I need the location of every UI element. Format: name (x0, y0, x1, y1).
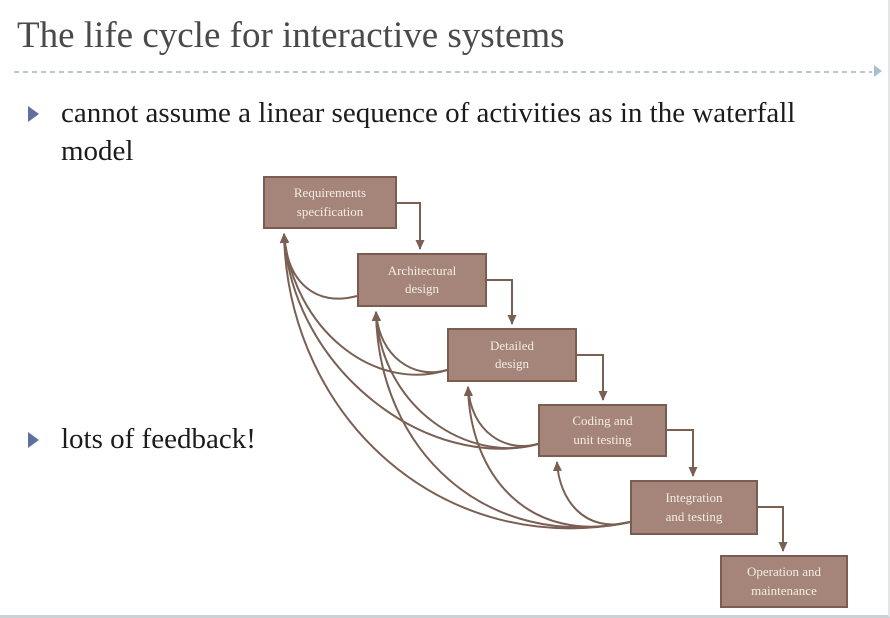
stage-label-line: design (495, 356, 529, 371)
bullet-text: lots of feedback! (61, 423, 256, 455)
page-title: The life cycle for interactive systems (17, 15, 565, 56)
bullet-text: cannot assume a linear sequence of activ… (61, 97, 796, 168)
stage-box-detailed-design: Detailed design (447, 328, 577, 382)
stage-label-line: maintenance (751, 582, 817, 598)
stage-label-line: specification (296, 203, 364, 219)
stage-label-line: Operation and (746, 564, 821, 580)
divider-arrow-icon (874, 65, 882, 77)
stage-box-requirements: Requirements specification (263, 176, 397, 229)
stage-label-line: and testing (665, 508, 723, 524)
stage-label-line: Integration (665, 490, 723, 506)
feedback-arrow-3-2 (372, 311, 448, 374)
title-divider (14, 71, 872, 73)
forward-arrow-1-2 (397, 202, 425, 250)
stage-box-coding-unit-testing: Coding and unit testing (538, 404, 667, 457)
stage-label-line: Architectural (387, 262, 457, 278)
stage-label-line: Coding and (572, 413, 633, 429)
stage-label-line: design (405, 281, 439, 296)
stage-label-line: unit testing (573, 431, 632, 447)
forward-arrow-2-3 (487, 279, 517, 325)
stage-box-architectural-design: Architectural design (357, 253, 487, 307)
stage-box-operation-maintenance: Operation and maintenance (720, 555, 848, 608)
forward-arrow-4-5 (667, 429, 698, 477)
stage-label-line: Requirements (293, 185, 367, 201)
feedback-arrow-2-1 (280, 233, 358, 300)
bullet-item-waterfall: cannot assume a linear sequence of activ… (28, 94, 838, 171)
forward-arrow-5-6 (758, 506, 788, 552)
bullet-item-feedback: lots of feedback! (28, 420, 528, 458)
feedback-arrow-5-4 (552, 461, 631, 526)
stage-label-line: Detailed (489, 337, 535, 353)
bullet-triangle-icon (28, 432, 39, 448)
bullet-triangle-icon (28, 106, 39, 122)
forward-arrow-3-4 (577, 354, 608, 401)
stage-box-integration-testing: Integration and testing (630, 480, 758, 535)
